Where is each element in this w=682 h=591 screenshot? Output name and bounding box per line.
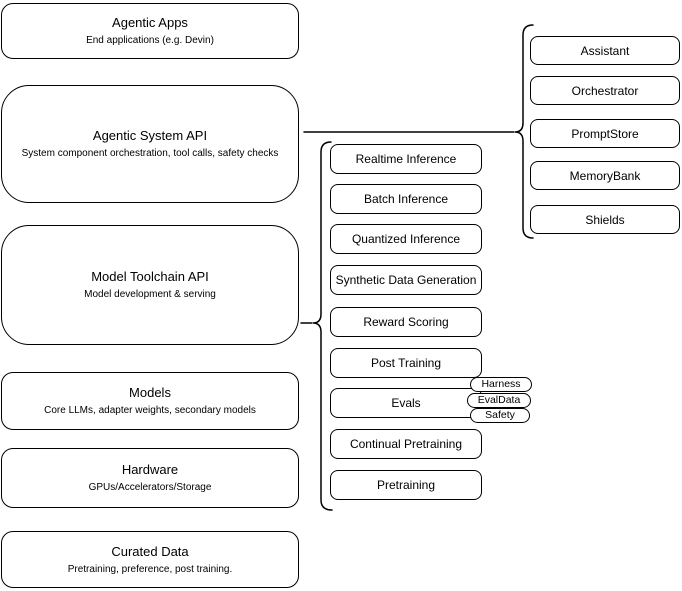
node-title: Models	[129, 385, 171, 400]
node-subtitle: Model development & serving	[84, 289, 216, 300]
node-synthetic-data-generation: Synthetic Data Generation	[330, 265, 482, 295]
node-agentic-system-api: Agentic System API System component orch…	[1, 85, 299, 203]
node-models: Models Core LLMs, adapter weights, secon…	[1, 372, 299, 430]
node-curated-data: Curated Data Pretraining, preference, po…	[1, 531, 299, 588]
node-assistant: Assistant	[530, 36, 680, 65]
node-memorybank: MemoryBank	[530, 161, 680, 190]
tag-harness: Harness	[470, 377, 532, 392]
node-reward-scoring: Reward Scoring	[330, 307, 482, 337]
node-quantized-inference: Quantized Inference	[330, 224, 482, 254]
node-title: Hardware	[121, 462, 179, 477]
node-subtitle: System component orchestration, tool cal…	[21, 148, 279, 159]
node-subtitle: Core LLMs, adapter weights, secondary mo…	[44, 405, 256, 416]
node-title: Agentic System API	[92, 128, 208, 143]
node-batch-inference: Batch Inference	[330, 184, 482, 214]
node-agentic-apps: Agentic Apps End applications (e.g. Devi…	[1, 3, 299, 59]
node-shields: Shields	[530, 205, 680, 234]
node-title: Curated Data	[111, 543, 189, 559]
node-hardware: Hardware GPUs/Accelerators/Storage	[1, 448, 299, 508]
node-model-toolchain-api: Model Toolchain API Model development & …	[1, 225, 299, 345]
node-evals: Evals	[330, 388, 482, 418]
node-realtime-inference: Realtime Inference	[330, 144, 482, 174]
node-title: Agentic Apps	[112, 15, 188, 30]
tag-safety: Safety	[470, 408, 530, 423]
node-promptstore: PromptStore	[530, 119, 680, 148]
node-post-training: Post Training	[330, 348, 482, 378]
node-continual-pretraining: Continual Pretraining	[330, 429, 482, 459]
node-subtitle: Pretraining, preference, post training.	[67, 563, 233, 575]
tag-evaldata: EvalData	[467, 393, 531, 408]
node-pretraining: Pretraining	[330, 470, 482, 500]
node-subtitle: GPUs/Accelerators/Storage	[88, 482, 212, 493]
node-subtitle: End applications (e.g. Devin)	[86, 35, 214, 46]
node-title: Model Toolchain API	[91, 269, 209, 284]
node-orchestrator: Orchestrator	[530, 76, 680, 105]
